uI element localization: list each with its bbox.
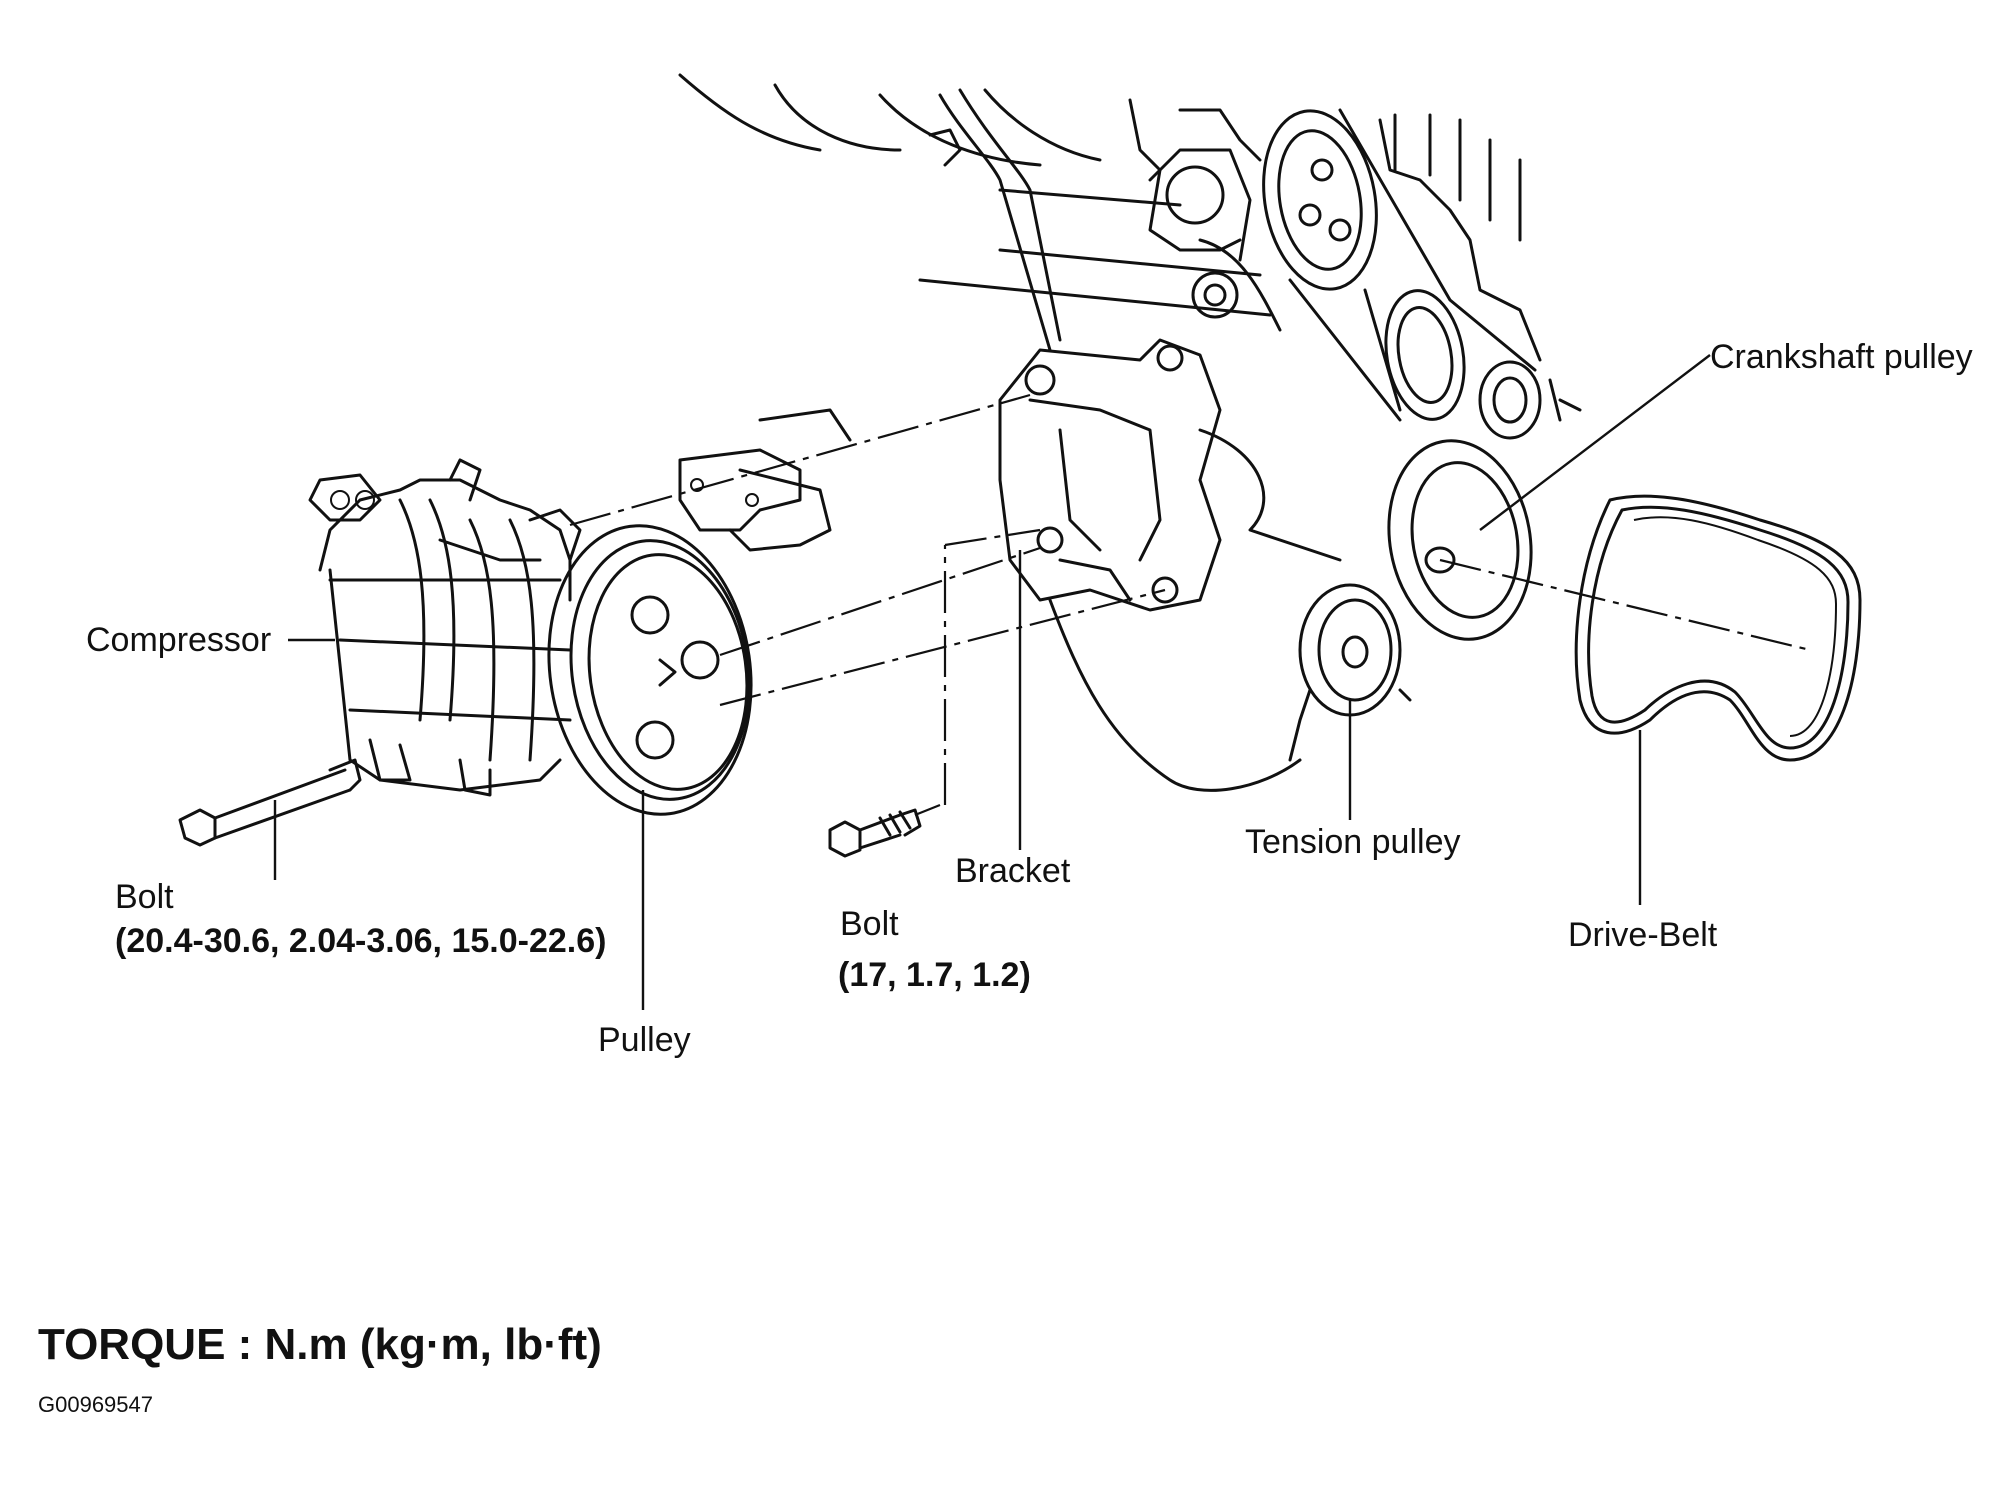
bracket-shape <box>928 88 1342 792</box>
label-compressor: Compressor <box>86 621 272 659</box>
alignment-lines <box>569 393 1811 817</box>
compressor-pulley <box>547 524 753 816</box>
label-bolt-left-torque: (20.4-30.6, 2.04-3.06, 15.0-22.6) <box>115 922 607 960</box>
label-bolt-mid-torque: (17, 1.7, 1.2) <box>838 956 1031 994</box>
label-drive-belt: Drive-Belt <box>1568 916 1718 954</box>
figure-id: G00969547 <box>38 1392 153 1417</box>
compressor-body <box>308 458 582 797</box>
engine-block <box>678 73 1542 362</box>
drive-belt-shape <box>1574 494 1862 762</box>
label-bolt-mid: Bolt <box>840 905 899 943</box>
mount-plate <box>678 408 852 552</box>
label-bolt-left: Bolt <box>115 878 174 916</box>
left-bolt <box>178 758 362 847</box>
mid-bolt <box>828 808 922 858</box>
torque-units-legend: TORQUE : N.m (kg·m, lb·ft) <box>38 1320 602 1369</box>
label-pulley: Pulley <box>598 1021 691 1059</box>
engine-pulleys <box>1262 108 1582 762</box>
label-bracket: Bracket <box>955 852 1071 890</box>
label-tension-pulley: Tension pulley <box>1245 823 1461 861</box>
leader-lines <box>273 354 1711 1010</box>
label-crankshaft-pulley: Crankshaft pulley <box>1710 338 1973 376</box>
